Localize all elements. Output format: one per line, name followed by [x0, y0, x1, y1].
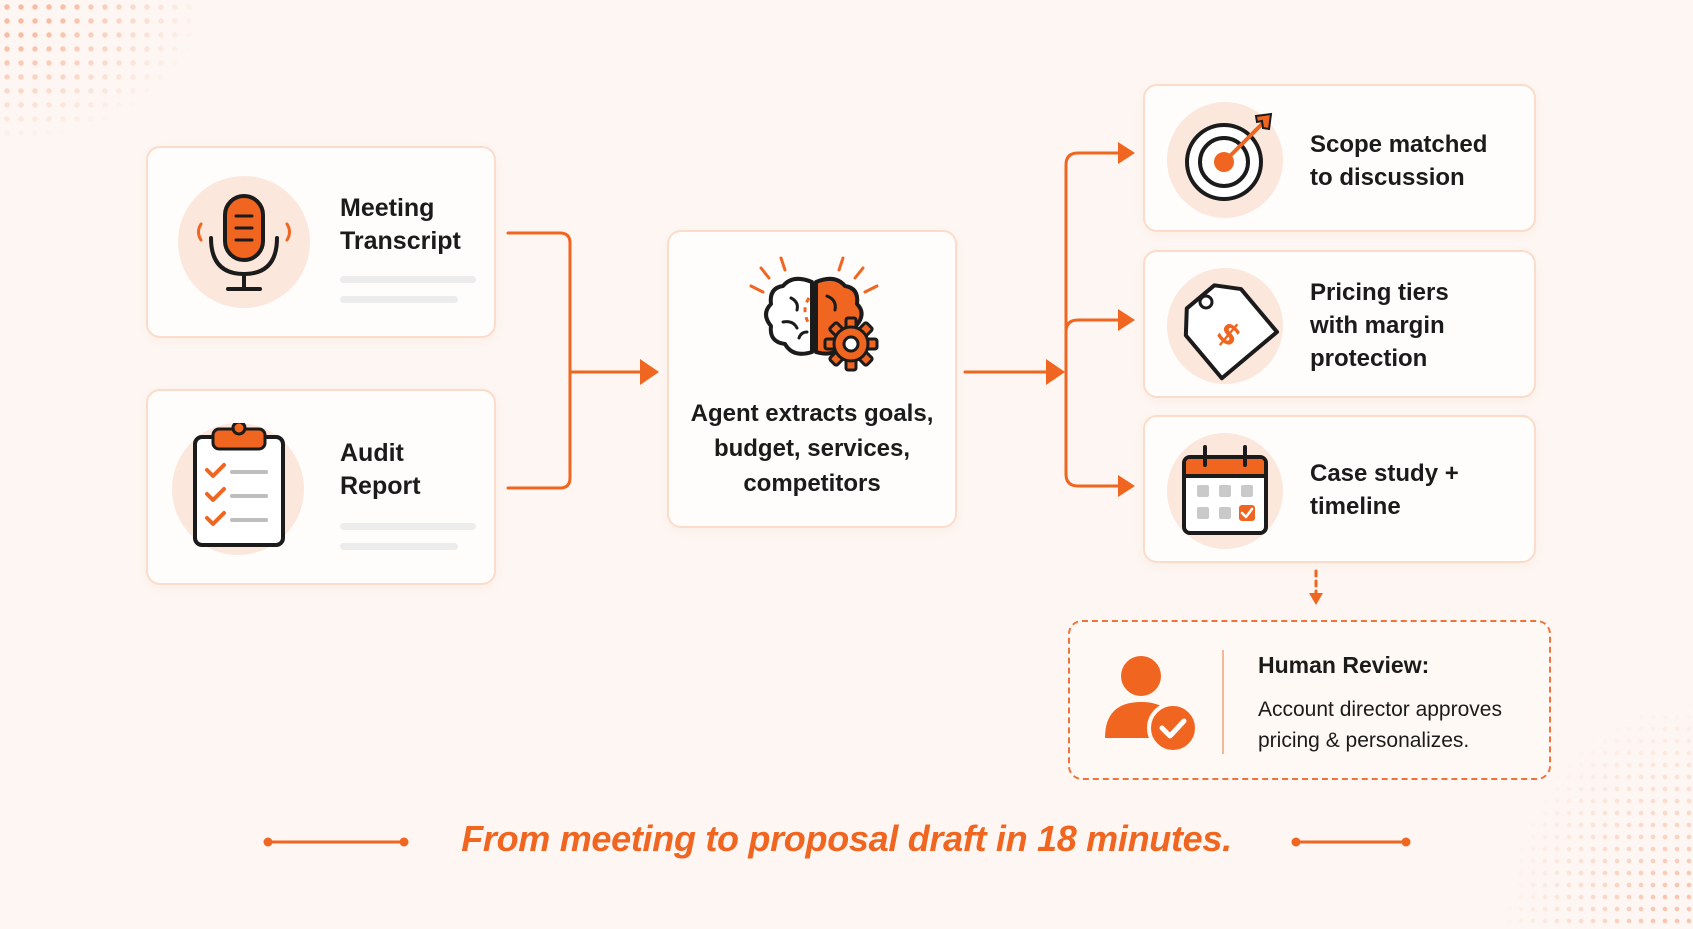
icon-circle	[1167, 433, 1283, 549]
arrowhead-scope	[1118, 142, 1135, 164]
connector-transcript	[506, 231, 572, 490]
arrowhead-agent-out	[1046, 359, 1065, 385]
icon-circle	[178, 176, 310, 308]
target-icon	[1185, 112, 1273, 201]
placeholder-line	[340, 296, 458, 303]
arrowhead-merge	[640, 359, 659, 385]
icon-circle	[172, 423, 304, 555]
clipboard-checklist-icon	[193, 423, 285, 547]
agent-card: Agent extracts goals, budget, services, …	[667, 230, 957, 528]
review-title: Human Review:	[1258, 652, 1430, 678]
output-card-case-study: Case study + timeline	[1143, 415, 1536, 563]
human-review-card: Human Review: Account director approves …	[1068, 620, 1551, 780]
tagline: From meeting to proposal draft in 18 min…	[461, 818, 1232, 859]
input-card-meeting-transcript: Meeting Transcript	[146, 146, 496, 338]
output-title: Pricing tiers with margin protection	[1310, 279, 1449, 372]
card-title: Meeting Transcript	[340, 194, 461, 255]
output-title: Case study + timeline	[1310, 460, 1459, 520]
output-card-scope: Scope matched to discussion	[1143, 84, 1536, 232]
output-title: Scope matched to discussion	[1310, 131, 1488, 191]
input-card-audit-report: Audit Report	[146, 389, 496, 585]
placeholder-line	[340, 543, 458, 550]
tagline-dot	[399, 837, 409, 847]
placeholder-line	[340, 523, 476, 530]
arrowhead-pricing	[1118, 309, 1135, 331]
connector-branch	[1064, 151, 1122, 488]
user-check-icon	[1105, 656, 1199, 754]
agent-description: Agent extracts goals, budget, services, …	[690, 400, 934, 497]
review-description: Account director approves pricing & pers…	[1258, 698, 1502, 752]
brain-gear-icon	[749, 256, 879, 372]
arrowhead-review	[1309, 593, 1323, 605]
tagline-dot	[1291, 837, 1301, 847]
review-divider	[1222, 650, 1224, 754]
price-tag-icon: $	[1183, 283, 1280, 381]
calendar-icon	[1182, 445, 1268, 535]
placeholder-line	[340, 276, 476, 283]
output-card-pricing: $ Pricing tiers with margin protection	[1143, 250, 1536, 398]
tagline-dot	[1401, 837, 1411, 847]
icon-circle	[1167, 102, 1283, 218]
card-title: Audit Report	[340, 439, 421, 500]
tagline-dot	[263, 837, 273, 847]
icon-circle: $	[1167, 268, 1283, 384]
microphone-icon	[197, 194, 291, 291]
arrowhead-casestudy	[1118, 475, 1135, 497]
